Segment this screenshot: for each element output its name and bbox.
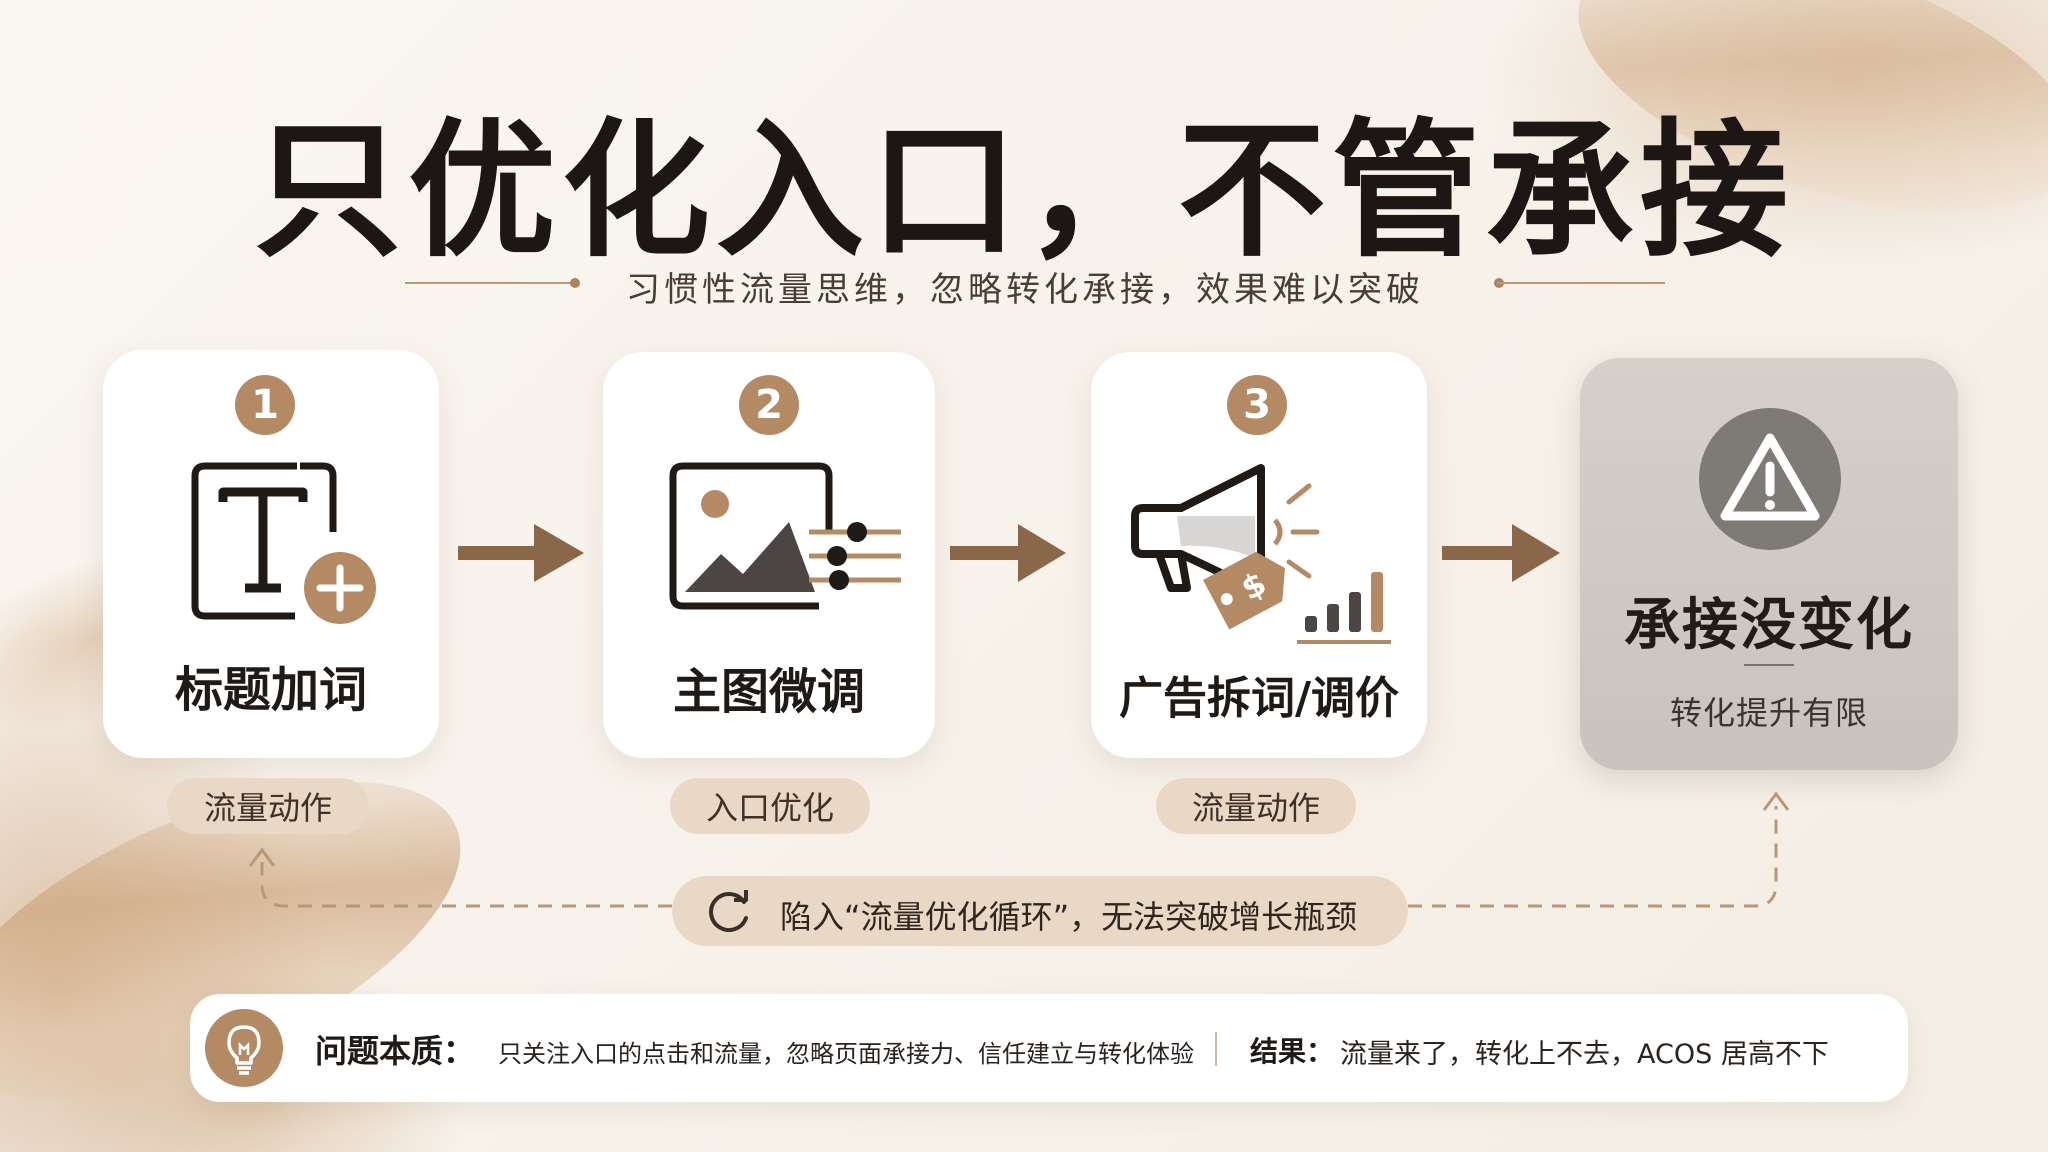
image-adjust-icon — [669, 462, 901, 610]
warning-icon — [1699, 408, 1841, 550]
result-label: 结果： — [1250, 1035, 1335, 1068]
arrow-right-icon — [950, 524, 1066, 582]
result-divider — [1744, 664, 1794, 666]
step-card-2: 2 主图微调 — [603, 352, 935, 758]
step-label-2: 主图微调 — [672, 664, 865, 720]
step-label-3: 广告拆词/调价 — [1118, 673, 1400, 724]
result-title: 承接没变化 — [1624, 593, 1914, 658]
step-tag-2: 入口优化 — [670, 778, 870, 834]
step-number-3: 3 — [1227, 375, 1287, 435]
text-add-icon — [191, 462, 376, 624]
step-card-1: 1 标题加词 — [103, 350, 439, 758]
page-title: 只优化入口，不管承接 — [254, 103, 1794, 277]
step-tag-1: 流量动作 — [167, 778, 369, 834]
loop-text: 陷入“流量优化循环”，无法突破增长瓶颈 — [780, 898, 1358, 936]
result-subtitle: 转化提升有限 — [1669, 694, 1868, 732]
megaphone-price-icon: $ — [1131, 464, 1391, 644]
summary-bar: 问题本质： 只关注入口的点击和流量，忽略页面承接力、信任建立与转化体验 结果： … — [190, 994, 1908, 1102]
loop-banner: 陷入“流量优化循环”，无法突破增长瓶颈 — [672, 876, 1408, 946]
arrow-right-icon — [1442, 524, 1560, 582]
step-label-1: 标题加词 — [174, 662, 367, 718]
subtitle-dot-left — [570, 278, 580, 288]
arrow-right-icon — [458, 524, 584, 582]
step-tag-3: 流量动作 — [1156, 778, 1356, 834]
step-number-1: 1 — [235, 375, 295, 435]
result-card: 承接没变化 转化提升有限 — [1580, 358, 1958, 770]
refresh-icon — [709, 890, 748, 932]
subtitle-divider-right — [1497, 282, 1665, 284]
lightbulb-icon — [205, 1009, 283, 1087]
summary-label: 问题本质： — [315, 1032, 476, 1070]
page-subtitle: 习惯性流量思维，忽略转化承接，效果难以突破 — [626, 270, 1424, 310]
subtitle-row: 习惯性流量思维，忽略转化承接，效果难以突破 — [0, 258, 2048, 310]
step-number-2: 2 — [739, 375, 799, 435]
summary-divider — [1215, 1032, 1217, 1066]
subtitle-divider-left — [405, 282, 573, 284]
step-card-3: 3 $ 广告拆词/调价 — [1091, 352, 1427, 758]
summary-text: 只关注入口的点击和流量，忽略页面承接力、信任建立与转化体验 — [498, 1040, 1194, 1068]
result-text: 流量来了，转化上不去，ACOS 居高不下 — [1340, 1039, 1829, 1070]
